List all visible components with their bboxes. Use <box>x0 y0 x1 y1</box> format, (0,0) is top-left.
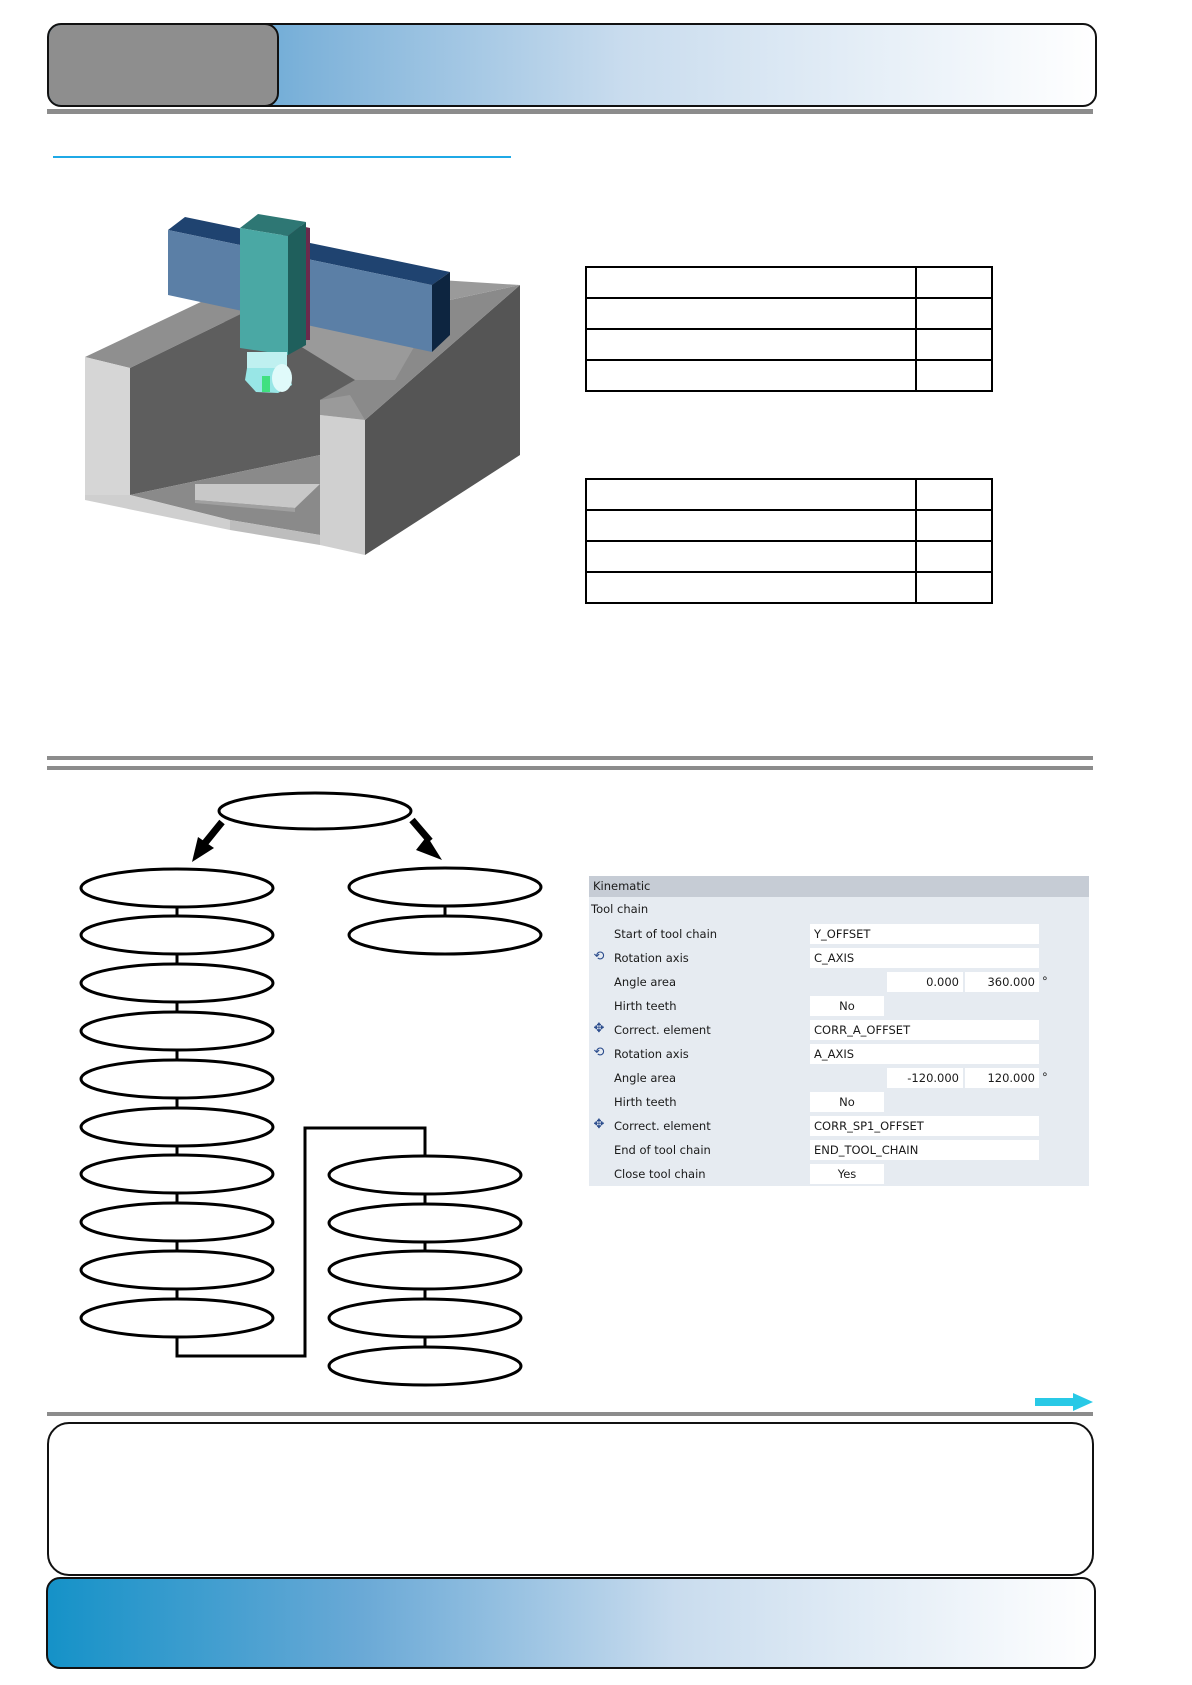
start-of-tool-chain-field[interactable]: Y_OFFSET <box>810 924 1039 944</box>
diagram-node <box>327 1345 523 1387</box>
close-tool-chain-toggle[interactable]: Yes <box>810 1164 884 1184</box>
rotation-axis-row: ⟲ Rotation axis C_AXIS <box>589 948 1089 970</box>
table-row <box>585 540 993 573</box>
row-label: Hirth teeth <box>614 999 677 1013</box>
rotation-axis-icon: ⟲ <box>593 949 605 964</box>
row-label: Rotation axis <box>614 951 689 965</box>
start-of-tool-chain-row: Start of tool chain Y_OFFSET <box>589 924 1089 946</box>
table-row <box>585 509 993 542</box>
end-of-tool-chain-row: End of tool chain END_TOOL_CHAIN <box>589 1140 1089 1162</box>
close-tool-chain-row: Close tool chain Yes <box>589 1164 1089 1186</box>
rotation-axis-field[interactable]: A_AXIS <box>810 1044 1039 1064</box>
section-divider-top <box>47 756 1093 760</box>
row-label: Close tool chain <box>614 1167 706 1181</box>
row-label: Hirth teeth <box>614 1095 677 1109</box>
diagram-node <box>79 1058 275 1100</box>
row-label: Correct. element <box>614 1023 711 1037</box>
parameter-table-bottom <box>585 478 993 604</box>
kinematic-panel: Kinematic Tool chain Start of tool chain… <box>589 876 1089 1186</box>
table-row <box>585 571 993 604</box>
kinematic-chain-diagram <box>79 791 543 1387</box>
diagram-node-root <box>217 791 413 831</box>
angle-area-min-field[interactable]: 0.000 <box>887 972 963 992</box>
row-label: Correct. element <box>614 1119 711 1133</box>
table-row <box>585 297 993 330</box>
diagram-node <box>79 1010 275 1052</box>
diagram-node <box>79 1106 275 1148</box>
end-of-tool-chain-field[interactable]: END_TOOL_CHAIN <box>810 1140 1039 1160</box>
correct-element-row: ✥ Correct. element CORR_SP1_OFFSET <box>589 1116 1089 1138</box>
diagram-node <box>79 867 275 909</box>
section-title-underline <box>53 156 511 158</box>
page-footer <box>46 1577 1096 1669</box>
section-divider-bottom <box>47 766 1093 770</box>
angle-area-min-field[interactable]: -120.000 <box>887 1068 963 1088</box>
kinematic-panel-header: Kinematic <box>589 876 1089 897</box>
diagram-node <box>79 1297 275 1339</box>
footer-divider <box>47 1412 1093 1416</box>
diagram-node <box>327 1297 523 1339</box>
diagram-node <box>347 914 543 956</box>
diagram-node <box>79 1153 275 1195</box>
gantry-machine-illustration <box>85 214 520 555</box>
correct-element-field[interactable]: CORR_SP1_OFFSET <box>810 1116 1039 1136</box>
parameter-table-top <box>585 266 993 392</box>
rotation-axis-icon: ⟲ <box>593 1045 605 1060</box>
hirth-teeth-toggle[interactable]: No <box>810 996 884 1016</box>
diagram-node <box>347 866 543 908</box>
row-label: Rotation axis <box>614 1047 689 1061</box>
diagram-node <box>79 962 275 1004</box>
row-label: Angle area <box>614 1071 677 1085</box>
degree-unit: ° <box>1042 974 1048 988</box>
correct-element-row: ✥ Correct. element CORR_A_OFFSET <box>589 1020 1089 1042</box>
diagram-node <box>79 914 275 956</box>
diagram-node <box>327 1202 523 1244</box>
row-label: Start of tool chain <box>614 927 718 941</box>
hirth-teeth-row: Hirth teeth No <box>589 996 1089 1018</box>
table-row <box>585 478 993 511</box>
angle-area-max-field[interactable]: 120.000 <box>965 1068 1039 1088</box>
header-logo-box <box>49 25 279 105</box>
hirth-teeth-toggle[interactable]: No <box>810 1092 884 1112</box>
table-row <box>585 328 993 361</box>
hirth-teeth-row: Hirth teeth No <box>589 1092 1089 1114</box>
diagram-node <box>79 1201 275 1243</box>
page-header <box>47 23 1097 107</box>
correct-element-field[interactable]: CORR_A_OFFSET <box>810 1020 1039 1040</box>
rotation-axis-field[interactable]: C_AXIS <box>810 948 1039 968</box>
degree-unit: ° <box>1042 1070 1048 1084</box>
table-row <box>585 359 993 392</box>
move-icon: ✥ <box>593 1117 605 1132</box>
row-label: End of tool chain <box>614 1143 711 1157</box>
angle-area-row: Angle area -120.000 120.000 ° <box>589 1068 1089 1090</box>
diagram-node <box>79 1249 275 1291</box>
angle-area-row: Angle area 0.000 360.000 ° <box>589 972 1089 994</box>
diagram-node <box>327 1154 523 1196</box>
rotation-axis-row: ⟲ Rotation axis A_AXIS <box>589 1044 1089 1066</box>
next-page-arrow-icon[interactable] <box>1035 1393 1093 1411</box>
move-icon: ✥ <box>593 1021 605 1036</box>
table-row <box>585 266 993 299</box>
angle-area-max-field[interactable]: 360.000 <box>965 972 1039 992</box>
row-label: Angle area <box>614 975 677 989</box>
notes-box <box>47 1422 1094 1576</box>
tool-chain-group-label: Tool chain <box>591 902 649 916</box>
diagram-node <box>327 1249 523 1291</box>
header-divider <box>47 109 1093 114</box>
